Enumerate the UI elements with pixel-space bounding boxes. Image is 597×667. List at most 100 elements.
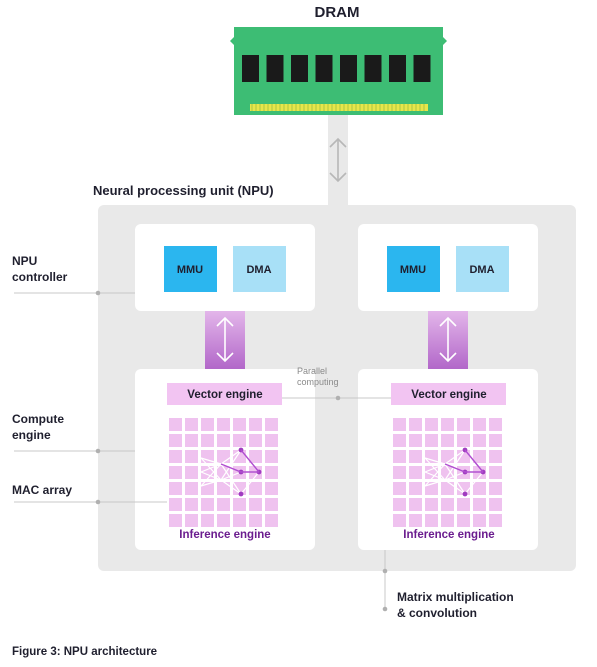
mac-cell bbox=[233, 498, 246, 511]
matrix-multiplication-callout: Matrix multiplication & convolution bbox=[382, 550, 514, 620]
double-arrow-icon bbox=[439, 316, 457, 363]
mac-array-callout: MAC array bbox=[12, 483, 167, 505]
mac-cell bbox=[201, 434, 214, 447]
npu-controller-label-line2: controller bbox=[12, 270, 68, 284]
mac-cell bbox=[441, 498, 454, 511]
mac-cell bbox=[265, 482, 278, 495]
mac-cell bbox=[425, 450, 438, 463]
mac-cell bbox=[393, 498, 406, 511]
mac-cell bbox=[473, 450, 486, 463]
mac-cell bbox=[217, 434, 230, 447]
mac-cell bbox=[265, 498, 278, 511]
vector-engine-label-right: Vector engine bbox=[411, 389, 486, 401]
mac-cell bbox=[217, 450, 230, 463]
mac-cell bbox=[201, 450, 214, 463]
mac-cell bbox=[265, 450, 278, 463]
mac-cell bbox=[185, 498, 198, 511]
mac-cell bbox=[217, 466, 230, 479]
mac-cell bbox=[185, 418, 198, 431]
mac-cell bbox=[441, 450, 454, 463]
dram-chip bbox=[291, 55, 308, 82]
mac-cell bbox=[409, 466, 422, 479]
mac-cell bbox=[249, 434, 262, 447]
compute-engine-callout: Compute engine bbox=[12, 412, 135, 454]
mac-cell bbox=[441, 514, 454, 527]
neural-network-icon bbox=[200, 447, 262, 497]
neural-network-icon bbox=[424, 447, 486, 497]
mac-cell bbox=[217, 418, 230, 431]
mac-array-left bbox=[169, 418, 278, 527]
dram-chip bbox=[340, 55, 357, 82]
dram-module bbox=[230, 27, 447, 115]
mac-cell bbox=[473, 514, 486, 527]
mac-cell bbox=[409, 498, 422, 511]
mac-cell bbox=[185, 514, 198, 527]
mac-cell bbox=[201, 418, 214, 431]
dram-chip bbox=[413, 55, 431, 82]
mac-cell bbox=[185, 466, 198, 479]
mac-cell bbox=[489, 514, 502, 527]
mac-cell bbox=[393, 514, 406, 527]
dram-label: DRAM bbox=[315, 4, 360, 21]
parallel-label-line1: Parallel bbox=[297, 366, 327, 376]
dma-block-left bbox=[233, 246, 286, 292]
mac-cell bbox=[393, 418, 406, 431]
mac-cell bbox=[473, 434, 486, 447]
mac-cell bbox=[217, 514, 230, 527]
dram-pins-strip bbox=[250, 104, 428, 111]
mac-cell bbox=[441, 434, 454, 447]
npu-controller-callout: NPU controller bbox=[12, 254, 135, 296]
mac-cell bbox=[169, 466, 182, 479]
mac-cell bbox=[489, 418, 502, 431]
vector-engine-label-left: Vector engine bbox=[187, 389, 262, 401]
vector-engine-block-left bbox=[167, 383, 282, 405]
mac-cell bbox=[441, 482, 454, 495]
mac-cell bbox=[441, 418, 454, 431]
mac-cell bbox=[489, 434, 502, 447]
mac-cell bbox=[201, 498, 214, 511]
double-arrow-icon bbox=[329, 137, 347, 183]
npu-controller-box-left bbox=[135, 224, 315, 311]
mac-cell bbox=[249, 418, 262, 431]
mac-cell bbox=[489, 498, 502, 511]
dram-chip bbox=[364, 55, 382, 82]
mac-cell bbox=[441, 466, 454, 479]
mac-cell bbox=[169, 450, 182, 463]
npu-controller-box-right bbox=[358, 224, 538, 311]
mac-cell bbox=[425, 418, 438, 431]
mac-cell bbox=[457, 418, 470, 431]
mac-cell bbox=[169, 498, 182, 511]
parallel-computing-annotation: Parallel computing bbox=[282, 366, 391, 401]
mac-cell bbox=[249, 514, 262, 527]
mac-cell bbox=[265, 418, 278, 431]
mac-cell bbox=[249, 450, 262, 463]
mac-cell bbox=[169, 434, 182, 447]
mac-cell bbox=[201, 514, 214, 527]
parallel-label-line2: computing bbox=[297, 377, 339, 387]
dram-chip bbox=[242, 55, 259, 82]
mac-cell bbox=[265, 466, 278, 479]
mac-array-right bbox=[393, 418, 502, 527]
mac-cell bbox=[249, 482, 262, 495]
mac-array-label: MAC array bbox=[12, 483, 72, 497]
mmu-block-left bbox=[164, 246, 217, 292]
mac-cell bbox=[489, 482, 502, 495]
mac-cell bbox=[185, 450, 198, 463]
npu-controller-label-line1: NPU bbox=[12, 254, 37, 268]
mac-cell bbox=[393, 466, 406, 479]
double-arrow-icon bbox=[216, 316, 234, 363]
dram-board bbox=[230, 27, 447, 115]
inference-engine-label-right: Inference engine bbox=[403, 529, 494, 541]
mac-cell bbox=[233, 514, 246, 527]
mac-cell bbox=[409, 434, 422, 447]
mac-cell bbox=[185, 434, 198, 447]
dma-block-right bbox=[456, 246, 509, 292]
mac-cell bbox=[393, 450, 406, 463]
dram-chip bbox=[315, 55, 333, 82]
mac-cell bbox=[217, 498, 230, 511]
mac-cell bbox=[217, 482, 230, 495]
mac-cell bbox=[169, 482, 182, 495]
mmu-label-right: MMU bbox=[400, 264, 426, 276]
